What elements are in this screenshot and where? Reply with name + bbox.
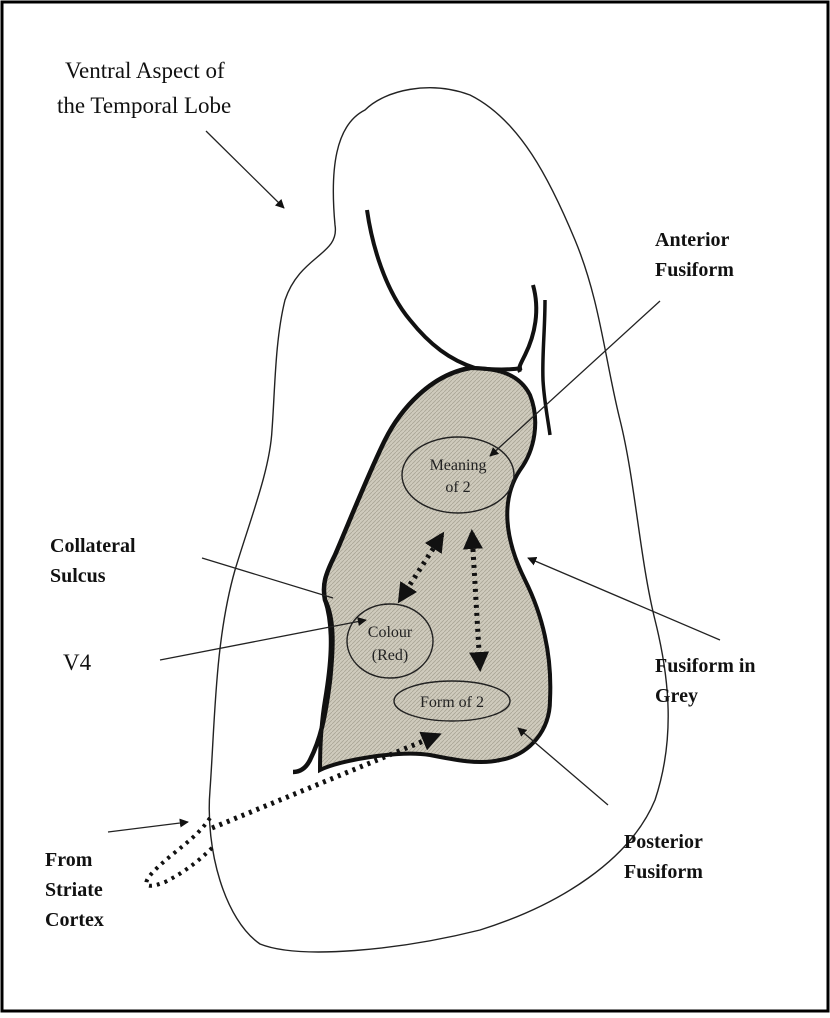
right-sulcus-line [543, 300, 550, 435]
upper-sulcus-line [367, 210, 522, 370]
fusiform-grey-label-line2: Grey [655, 685, 698, 707]
collateral-label-line2: Sulcus [50, 565, 106, 587]
colour-label-line2: (Red) [372, 647, 408, 664]
collateral-pointer [202, 558, 333, 598]
form-label: Form of 2 [420, 694, 484, 711]
fusiform-grey-pointer [528, 558, 720, 640]
striate-pointer [108, 822, 188, 832]
ventral-pointer [206, 131, 284, 208]
anterior-label-line2: Fusiform [655, 259, 734, 281]
anterior-label-line1: Anterior [655, 229, 730, 251]
upper-right-sulcus-line [519, 285, 536, 372]
ventral-label-line1: Ventral Aspect of [65, 58, 225, 83]
striate-label-line1: From [45, 849, 93, 871]
ventral-label-line2: the Temporal Lobe [57, 93, 231, 118]
striate-label-line2: Striate [45, 879, 103, 901]
meaning-label-line1: Meaning [430, 457, 487, 474]
collateral-label-line1: Collateral [50, 535, 136, 557]
striate-label-line3: Cortex [45, 909, 104, 931]
fusiform-grey-label-line1: Fusiform in [655, 655, 756, 677]
posterior-label-line1: Posterior [624, 831, 703, 853]
posterior-pointer [518, 728, 608, 805]
striate-cortex-loop [146, 818, 215, 886]
v4-label: V4 [63, 650, 92, 675]
meaning-label-line2: of 2 [445, 479, 470, 496]
colour-label-line1: Colour [368, 624, 413, 641]
posterior-label-line2: Fusiform [624, 861, 703, 883]
